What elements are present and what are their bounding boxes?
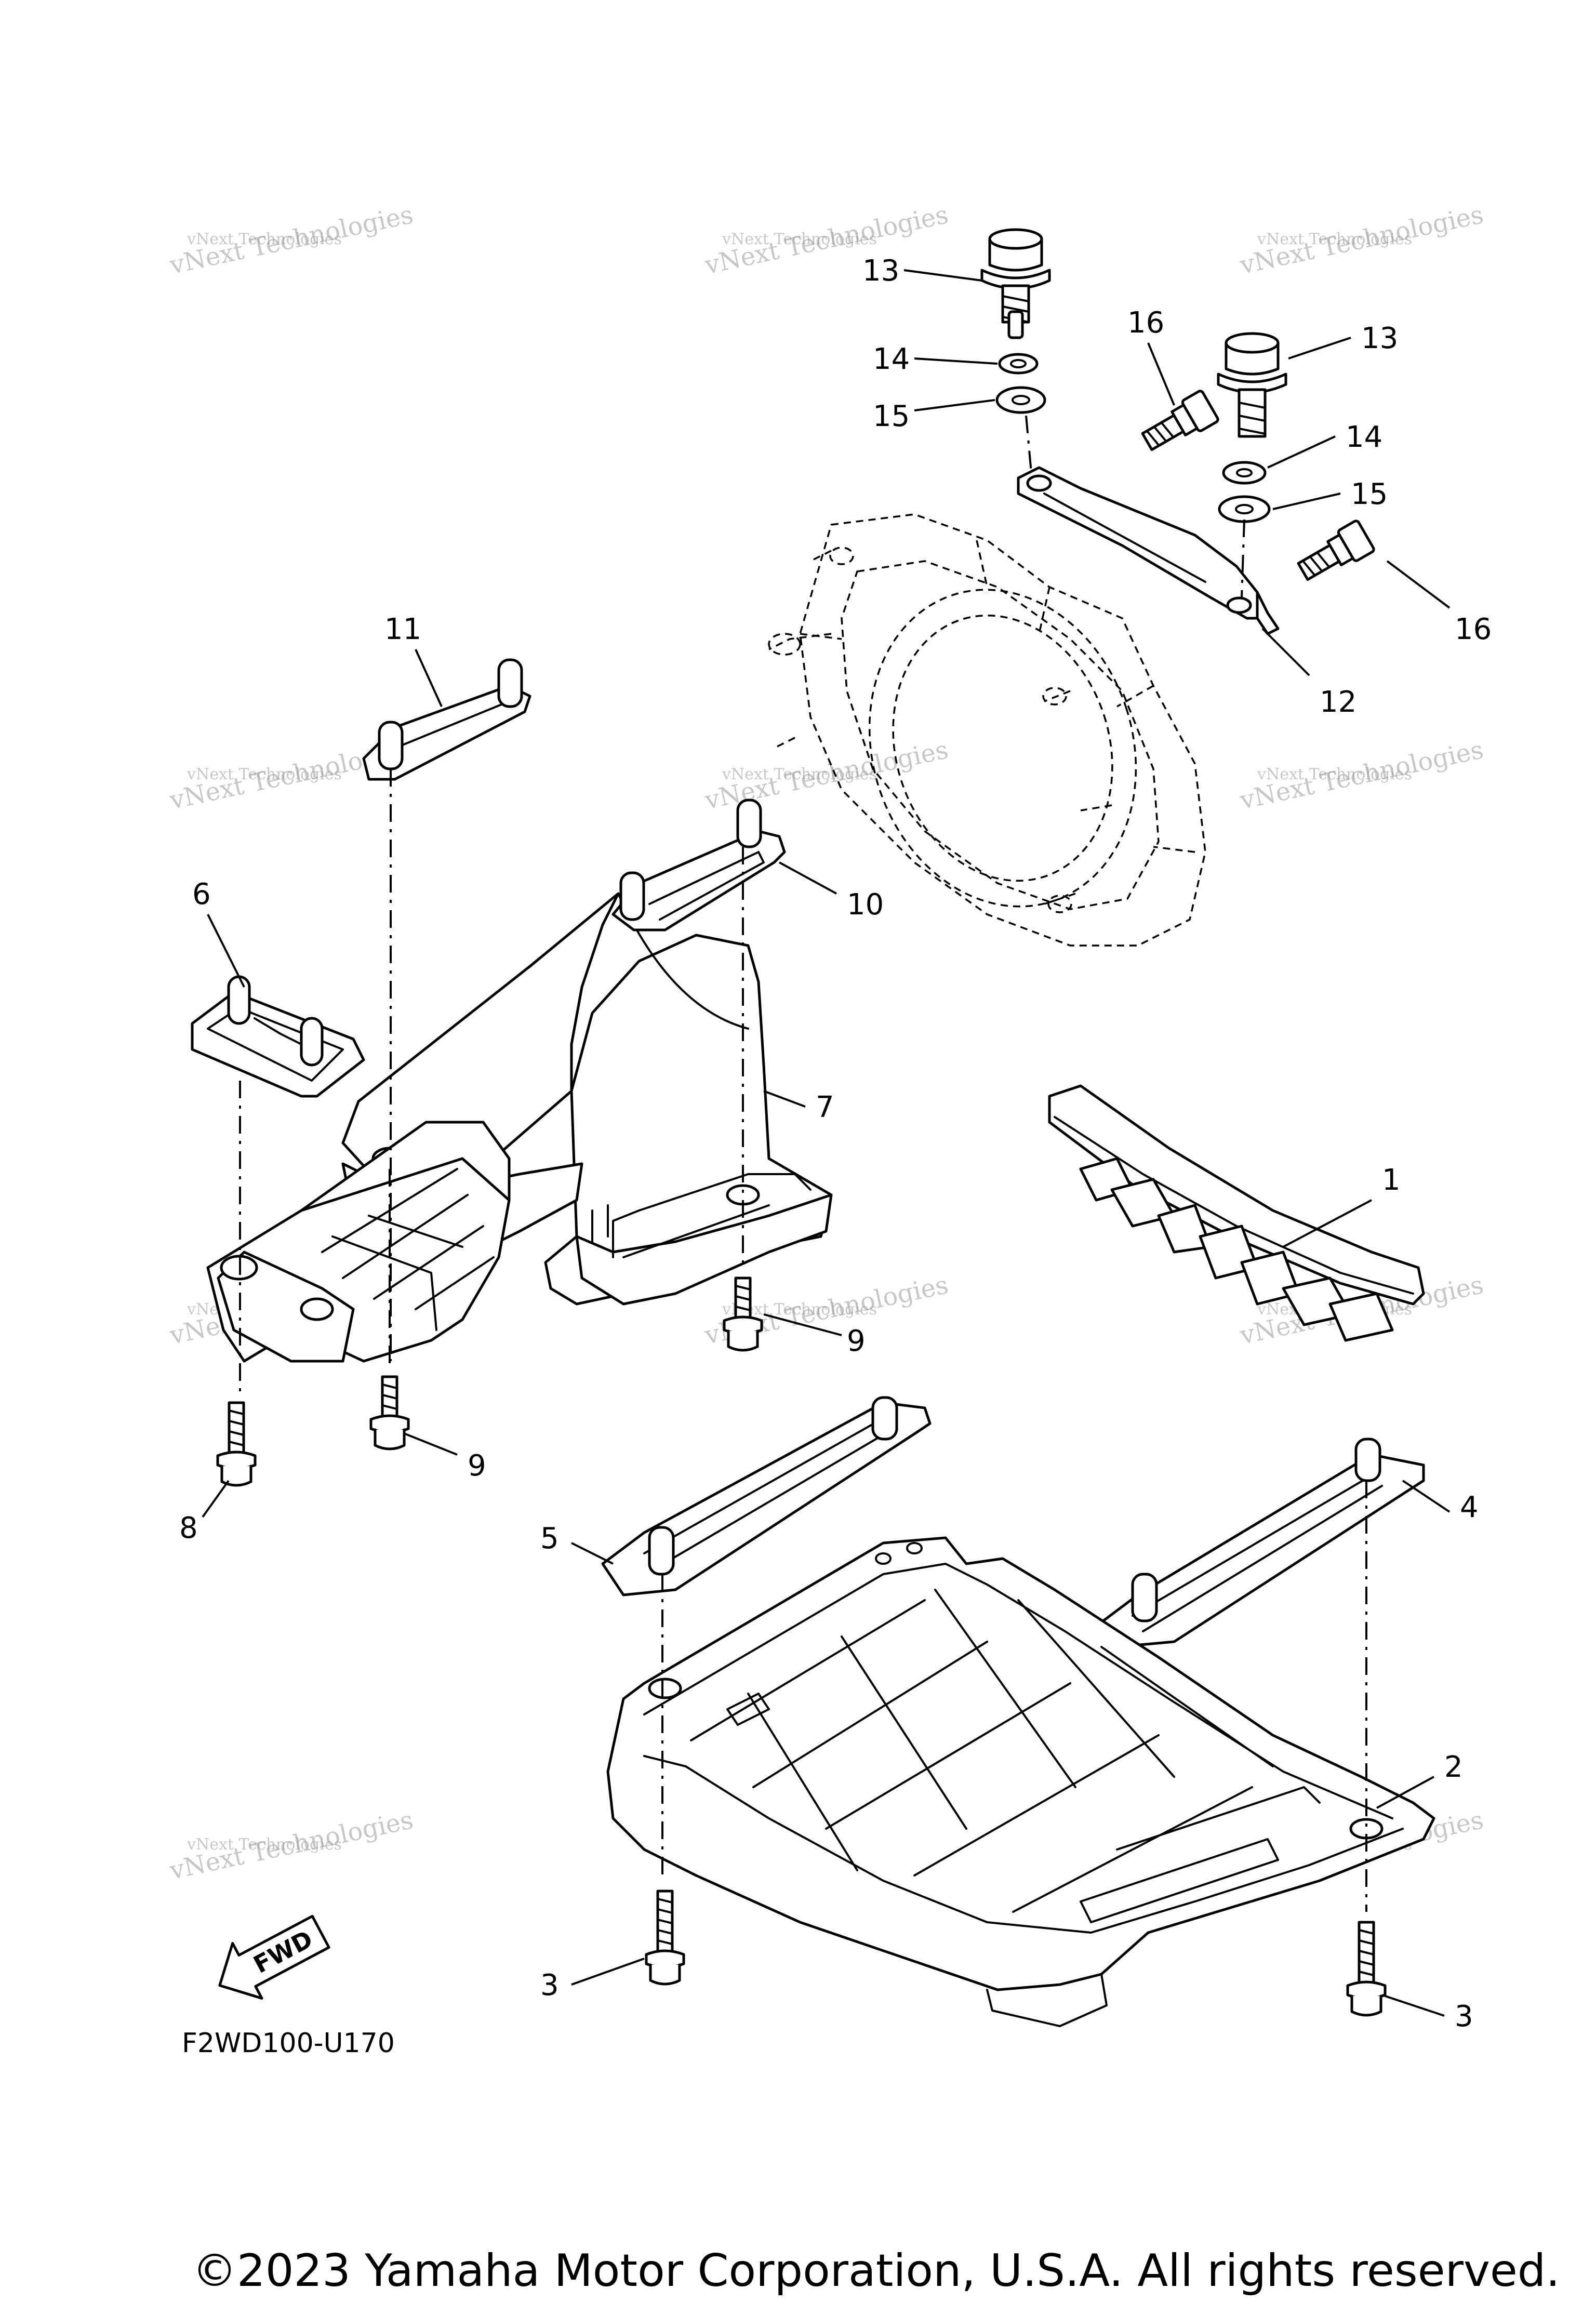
callout-label: 13 bbox=[1361, 322, 1398, 355]
callout-label: 16 bbox=[1127, 306, 1164, 340]
part-10-mount-pad bbox=[611, 799, 786, 932]
callout-label: 15 bbox=[1351, 477, 1388, 511]
callout-label: 1 bbox=[1382, 1163, 1401, 1197]
callout-label: 9 bbox=[847, 1324, 866, 1358]
callout-label: 12 bbox=[1320, 685, 1356, 719]
callout-label: 10 bbox=[847, 888, 884, 922]
callout-label: 2 bbox=[1444, 1750, 1463, 1784]
part-16-bolt bbox=[1141, 390, 1219, 451]
part-13-bolt bbox=[980, 228, 1051, 339]
callout-label: 15 bbox=[873, 400, 910, 433]
part-2-hull-plate bbox=[606, 1536, 1435, 2027]
part-13-bolt bbox=[1217, 332, 1287, 438]
forward-direction-arrow: FWD bbox=[218, 1914, 330, 2000]
part-14-washer bbox=[998, 353, 1039, 375]
part-14-washer bbox=[1222, 461, 1267, 485]
callout-label: 5 bbox=[540, 1522, 559, 1555]
part-8-duct-flange bbox=[206, 1121, 511, 1363]
part-11-mount-pad bbox=[362, 658, 531, 781]
callout-label: 14 bbox=[873, 342, 910, 376]
callout-label: 11 bbox=[384, 613, 421, 646]
copyright-notice: ©2023 Yamaha Motor Corporation, U.S.A. A… bbox=[192, 2245, 1560, 2297]
part-8-bolt bbox=[216, 1401, 257, 1487]
callout-label: 14 bbox=[1346, 420, 1382, 454]
callout-label: 6 bbox=[192, 877, 211, 911]
part-1-rubber-strip bbox=[1048, 1084, 1425, 1342]
callout-label: 3 bbox=[540, 1968, 559, 2002]
part-9-bolt bbox=[369, 1375, 410, 1451]
callout-label: 13 bbox=[862, 254, 899, 288]
alignment-lines bbox=[239, 415, 1367, 1912]
watermark: vNext Technologies bbox=[187, 230, 342, 248]
part-16-bolt bbox=[1297, 520, 1375, 581]
watermark: vNext Technologies bbox=[722, 765, 877, 783]
part-6-mount-pad bbox=[191, 975, 365, 1098]
part-9-bolt bbox=[723, 1276, 763, 1352]
watermark: vNext Technologies bbox=[187, 765, 342, 783]
part-15-washer bbox=[1218, 495, 1271, 523]
engine-housing-reference bbox=[768, 513, 1206, 947]
callout-label: 4 bbox=[1460, 1491, 1479, 1524]
callout-label: 3 bbox=[1455, 2000, 1473, 2033]
callouts: 1 2 3 3 4 5 6 7 8 9 9 9 10 11 12 13 13 bbox=[179, 254, 1492, 2033]
watermark: vNext Technologies bbox=[187, 1835, 342, 1854]
part-5-rail bbox=[601, 1396, 932, 1596]
part-7-intake-duct bbox=[341, 892, 833, 1306]
part-3-bolt bbox=[1346, 1921, 1387, 2017]
part-4-rail bbox=[1095, 1438, 1425, 1648]
diagram-code: F2WD100-U170 bbox=[182, 2028, 395, 2059]
callout-label: 8 bbox=[179, 1511, 198, 1545]
part-3-bolt bbox=[645, 1890, 685, 1986]
callout-label: 9 bbox=[468, 1449, 486, 1483]
part-12-strap bbox=[1017, 466, 1280, 635]
callout-label: 7 bbox=[816, 1090, 834, 1124]
watermark: vNext Technologies bbox=[1257, 765, 1412, 783]
part-15-washer bbox=[995, 386, 1046, 414]
watermark: vNext Technologies bbox=[1257, 230, 1412, 248]
callout-label: 16 bbox=[1455, 613, 1492, 646]
watermark: vNext Technologies bbox=[722, 230, 877, 248]
